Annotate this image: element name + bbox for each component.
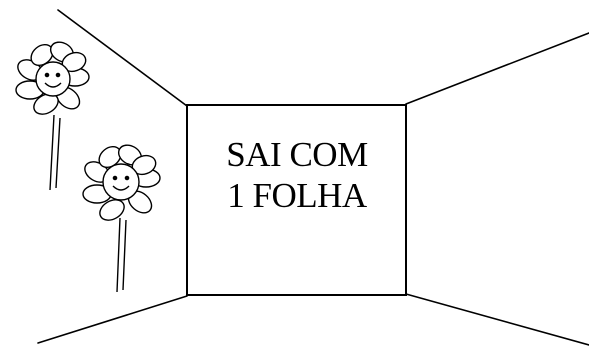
sign-text: SAI COM 1 FOLHA bbox=[188, 134, 406, 216]
back-wall-sign bbox=[186, 104, 407, 296]
floor-right-edge bbox=[405, 293, 589, 346]
floor-left-edge bbox=[37, 295, 188, 344]
flower-icon bbox=[15, 41, 90, 191]
ceiling-right-edge bbox=[405, 32, 589, 105]
sign-line-1: SAI COM bbox=[226, 135, 368, 174]
flower-icon bbox=[82, 144, 161, 293]
ceiling-left-edge bbox=[57, 9, 188, 107]
sign-line-2: 1 FOLHA bbox=[227, 176, 367, 215]
